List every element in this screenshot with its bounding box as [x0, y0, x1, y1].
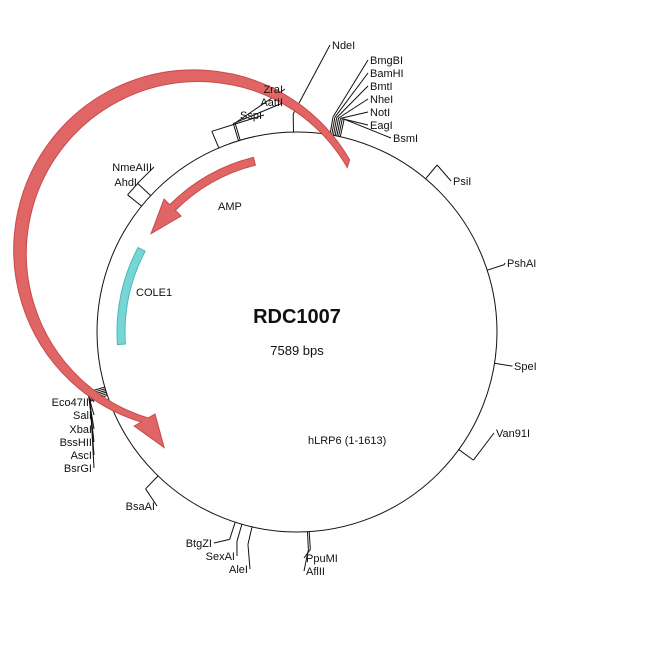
site-tick-zrai: [234, 122, 241, 141]
site-tick-spei: [494, 362, 513, 367]
site-leader-sspi: [211, 114, 265, 132]
site-label-noti: NotI: [370, 107, 390, 119]
site-label-xbai: XbaI: [69, 424, 92, 436]
site-leader-aatii: [233, 101, 286, 124]
plasmid-size: 7589 bps: [270, 343, 324, 358]
site-tick-bamhi: [331, 117, 336, 136]
site-label-bmti: BmtI: [370, 81, 393, 93]
site-leader-bmti: [336, 85, 369, 119]
site-leader-psii: [436, 164, 452, 182]
site-leader-ahdi: [127, 181, 140, 196]
site-tick-noti: [336, 118, 341, 137]
site-tick-nmeaiii: [137, 182, 152, 196]
site-label-bsmi: BsmI: [393, 133, 418, 145]
site-tick-aatii: [232, 123, 240, 141]
site-leader-btgzi: [213, 538, 230, 544]
site-tick-ppumi: [308, 531, 311, 550]
site-label-asci: AscI: [71, 450, 92, 462]
site-leader-xbai: [88, 395, 95, 430]
site-label-aflii: AflII: [306, 566, 325, 578]
site-label-sexai: SexAI: [206, 551, 235, 563]
site-label-ppumi: PpuMI: [306, 553, 338, 565]
plasmid-backbone: [96, 131, 498, 533]
site-tick-bsaai: [145, 475, 159, 490]
site-label-sspi: SspI: [240, 110, 262, 122]
site-leader-sali: [87, 393, 95, 416]
feature-cole1: [116, 246, 146, 346]
site-tick-sexai: [236, 524, 243, 542]
site-leader-noti: [340, 111, 369, 119]
site-label-van91i: Van91I: [496, 428, 530, 440]
features-layer: hLRP6 (1-1613) AMP COLE1: [13, 69, 386, 449]
site-label-btgzi: BtgZI: [186, 538, 212, 550]
site-tick-eagi: [338, 118, 343, 137]
site-leader-bmgbi: [332, 59, 369, 118]
site-tick-sspi: [211, 131, 220, 149]
site-leader-bamhi: [334, 72, 369, 118]
site-label-eagi: EagI: [370, 120, 393, 132]
site-tick-van91i: [458, 449, 474, 461]
site-tick-bsmi: [339, 119, 345, 137]
plasmid-name: RDC1007: [253, 306, 341, 328]
site-tick-psii: [425, 164, 438, 180]
site-label-zrai: ZraI: [263, 84, 283, 96]
site-leader-nmeaiii: [137, 166, 155, 184]
site-leader-nhei: [338, 98, 369, 119]
site-label-bsaai: BsaAI: [126, 501, 155, 513]
site-tick-bmti: [332, 117, 338, 136]
site-tick-aflii: [306, 531, 309, 550]
site-tick-alei: [247, 526, 253, 545]
site-label-aatii: AatII: [260, 97, 283, 109]
site-tick-bmgbi: [329, 116, 334, 135]
site-leader-ndei: [292, 44, 331, 115]
site-label-bsshii: BssHII: [60, 437, 92, 449]
site-label-spei: SpeI: [514, 361, 537, 373]
feature-label-hlrp6-1-1613: hLRP6 (1-1613): [308, 435, 386, 447]
site-leader-bsaai: [145, 488, 158, 507]
site-label-bamhi: BamHI: [370, 68, 404, 80]
site-leader-pshai: [503, 262, 506, 265]
site-leader-van91i: [472, 432, 495, 461]
site-label-ahdi: AhdI: [114, 177, 137, 189]
site-label-pshai: PshAI: [507, 258, 536, 270]
site-label-eco47iii: Eco47III: [52, 397, 92, 409]
site-leader-bsmi: [343, 118, 392, 139]
site-label-bsrgi: BsrGI: [64, 463, 92, 475]
site-tick-pshai: [487, 264, 505, 271]
site-tick-btgzi: [229, 522, 236, 540]
site-tick-nhei: [334, 117, 340, 136]
site-label-nhei: NheI: [370, 94, 393, 106]
site-label-nmeaiii: NmeAIII: [112, 162, 152, 174]
site-label-alei: AleI: [229, 564, 248, 576]
site-tick-ahdi: [127, 194, 142, 207]
feature-hlrp6-1-1613: [13, 69, 351, 449]
site-leader-aflii: [303, 549, 309, 572]
feature-label-amp: AMP: [218, 201, 242, 213]
site-label-bmgbi: BmgBI: [370, 55, 403, 67]
site-leader-alei: [247, 544, 251, 570]
site-label-psii: PsiI: [453, 176, 471, 188]
site-label-ndei: NdeI: [332, 40, 355, 52]
site-label-sali: SalI: [73, 410, 92, 422]
feature-amp: [150, 156, 256, 235]
feature-label-cole1: COLE1: [136, 287, 172, 299]
